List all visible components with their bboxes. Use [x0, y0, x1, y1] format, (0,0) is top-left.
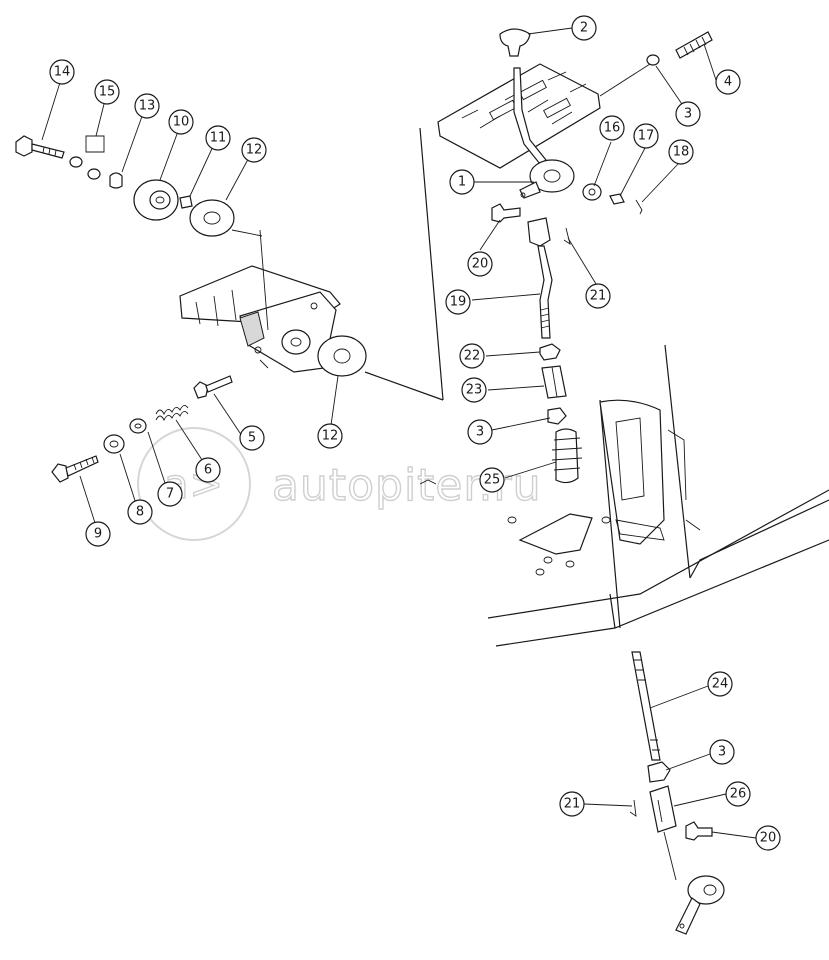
svg-text:3: 3: [476, 425, 484, 440]
side-bracket: [599, 399, 701, 545]
callout-3-lower: 3: [709, 739, 735, 765]
svg-text:15: 15: [99, 85, 116, 100]
callout-2: 2: [571, 15, 597, 41]
callout-22: 22: [459, 343, 485, 369]
callout-9: 9: [85, 521, 111, 547]
svg-text:1: 1: [458, 175, 466, 190]
svg-text:19: 19: [450, 295, 467, 310]
callout-24: 24: [707, 671, 733, 697]
svg-text:12: 12: [322, 429, 339, 444]
svg-text:14: 14: [54, 65, 71, 80]
callout-21-lower: 21: [559, 791, 585, 817]
callout-14: 14: [49, 59, 75, 85]
callout-17: 17: [633, 123, 659, 149]
callout-5: 5: [239, 425, 265, 451]
svg-text:9: 9: [94, 527, 102, 542]
svg-text:26: 26: [730, 787, 747, 802]
svg-text:8: 8: [136, 505, 144, 520]
linkage-rod-lower: [629, 651, 725, 935]
svg-text:4: 4: [724, 75, 732, 90]
frame-lines: [364, 127, 829, 647]
svg-text:5: 5: [248, 431, 256, 446]
svg-text:24: 24: [712, 677, 729, 692]
callout-10: 10: [168, 109, 194, 135]
upper-left-parts: [15, 135, 263, 237]
callout-21-upper: 21: [585, 283, 611, 309]
washer-nut-pin-group: [582, 183, 643, 215]
svg-text:18: 18: [673, 145, 690, 160]
svg-text:3: 3: [684, 107, 692, 122]
svg-text:6: 6: [204, 463, 212, 478]
callout-3-top: 3: [675, 101, 701, 127]
callout-15: 15: [94, 79, 120, 105]
callouts: 1 2 3 4 5 6 7 8 9 10 11 12 12 13 14 15 1…: [49, 15, 781, 851]
callout-18: 18: [668, 139, 694, 165]
svg-text:2: 2: [580, 21, 588, 36]
shift-plate-assembly: [437, 28, 601, 199]
svg-text:20: 20: [472, 257, 489, 272]
lower-left-parts: [51, 375, 233, 483]
svg-text:25: 25: [484, 473, 501, 488]
leader-lines: [41, 27, 757, 839]
svg-text:10: 10: [173, 115, 190, 130]
callout-19: 19: [445, 289, 471, 315]
floor-plate: [419, 479, 611, 576]
washer-12-lower: [317, 335, 367, 377]
svg-text:21: 21: [564, 797, 581, 812]
callout-20-lower: 20: [755, 825, 781, 851]
svg-text:13: 13: [139, 99, 156, 114]
callout-13: 13: [134, 93, 160, 119]
callout-7: 7: [157, 481, 183, 507]
callout-25: 25: [479, 467, 505, 493]
svg-text:20: 20: [760, 831, 777, 846]
callout-3-mid: 3: [467, 419, 493, 445]
callout-11: 11: [205, 125, 231, 151]
callout-12-lower: 12: [317, 423, 343, 449]
svg-text:7: 7: [166, 487, 174, 502]
callout-26: 26: [725, 781, 751, 807]
callout-6: 6: [195, 457, 221, 483]
svg-text:3: 3: [718, 745, 726, 760]
svg-text:12: 12: [246, 143, 263, 158]
callout-23: 23: [461, 377, 487, 403]
svg-text:17: 17: [638, 129, 655, 144]
svg-text:21: 21: [590, 289, 607, 304]
callout-16: 16: [599, 115, 625, 141]
callout-8: 8: [127, 499, 153, 525]
callout-20-upper: 20: [467, 251, 493, 277]
svg-text:22: 22: [464, 349, 481, 364]
rod-stack: [539, 343, 583, 484]
svg-text:11: 11: [210, 131, 227, 146]
svg-text:23: 23: [466, 383, 483, 398]
callout-12-upper: 12: [241, 137, 267, 163]
svg-text:16: 16: [604, 121, 621, 136]
callout-1: 1: [449, 169, 475, 195]
top-fasteners: [599, 31, 713, 97]
callout-4: 4: [715, 69, 741, 95]
linkage-rod-upper: [491, 203, 571, 339]
pedal-bracket-assembly: [179, 229, 341, 373]
